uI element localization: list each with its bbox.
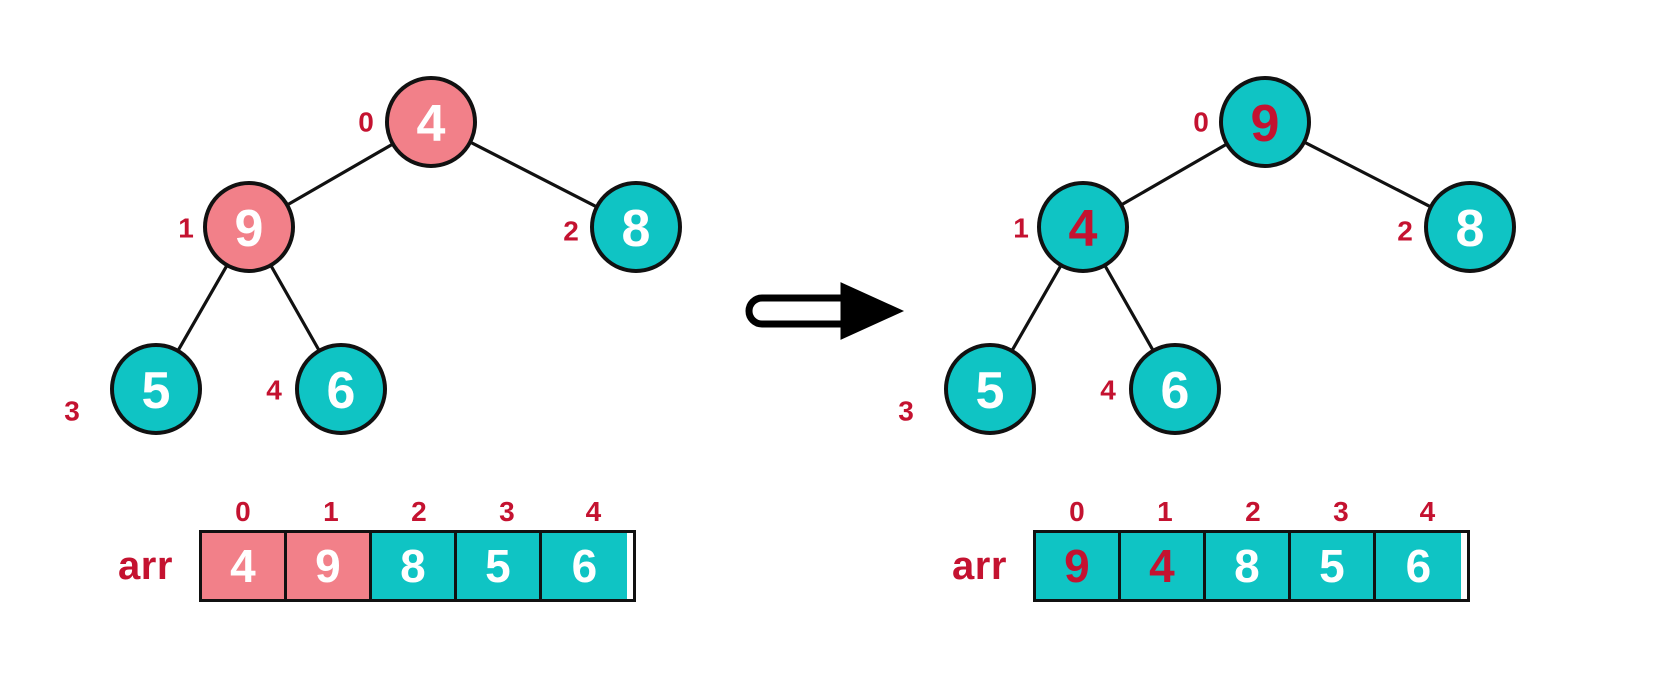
right-tree-node-1[interactable]: 4	[1037, 181, 1129, 273]
right-array-cell-1[interactable]: 4	[1120, 533, 1206, 599]
right-node-circle-0	[1219, 76, 1311, 168]
tree-edge	[176, 263, 229, 353]
right-node-index-label-4: 4	[1100, 375, 1116, 406]
left-array-index-2: 2	[411, 496, 427, 527]
left-node-circle-4	[295, 343, 387, 435]
left-node-value-0: 4	[417, 95, 446, 153]
left-array-index-0: 0	[235, 496, 251, 527]
left-node-index-label-1: 1	[178, 213, 194, 244]
right-node-index-label-2: 2	[1397, 216, 1413, 247]
left-tree-node-1[interactable]: 9	[203, 181, 295, 273]
right-tree-node-0[interactable]: 9	[1219, 76, 1311, 168]
right-node-index-label-0: 0	[1193, 107, 1209, 138]
left-node-circle-3	[110, 343, 202, 435]
left-node-value-1: 9	[235, 200, 264, 258]
right-array-cell-0[interactable]: 9	[1035, 533, 1121, 599]
right-node-circle-3	[944, 343, 1036, 435]
right-array-index-row: 0 1 2 3 4	[1033, 498, 1470, 526]
right-tree-node-3[interactable]: 5	[944, 343, 1036, 435]
tree-edge	[1103, 263, 1155, 353]
right-array-index-2: 2	[1245, 496, 1261, 527]
tree-edge	[285, 142, 395, 207]
right-array-cell-4[interactable]: 6	[1375, 533, 1461, 599]
left-tree-node-4[interactable]: 6	[295, 343, 387, 435]
right-node-value-2: 8	[1456, 200, 1485, 258]
left-node-index-label-4: 4	[266, 375, 282, 406]
tree-edge	[269, 263, 321, 353]
left-array-index-4: 4	[585, 496, 602, 527]
right-node-value-0: 9	[1251, 95, 1280, 153]
right-node-index-label-3: 3	[898, 396, 914, 427]
left-tree-node-0[interactable]: 4	[385, 76, 477, 168]
right-node-circle-1	[1037, 181, 1129, 273]
right-array-index-0: 0	[1069, 496, 1085, 527]
right-array-index-3: 3	[1333, 496, 1349, 527]
right-node-value-3: 5	[976, 362, 1005, 420]
left-array-cell-0[interactable]: 4	[201, 533, 287, 599]
right-node-value-1: 4	[1069, 200, 1098, 258]
tree-edge	[1119, 142, 1229, 207]
left-node-value-3: 5	[142, 362, 171, 420]
right-tree-node-2[interactable]: 8	[1424, 181, 1516, 273]
left-node-index-label-2: 2	[563, 216, 579, 247]
left-tree-node-2[interactable]: 8	[590, 181, 682, 273]
left-array-index-row: 0 1 2 3 4	[199, 498, 636, 526]
left-array-name: arr	[118, 544, 173, 588]
left-node-value-4: 6	[327, 362, 356, 420]
left-node-circle-2	[590, 181, 682, 273]
right-node-value-4: 6	[1161, 362, 1190, 420]
left-node-index-label-0: 0	[358, 107, 374, 138]
left-node-circle-0	[385, 76, 477, 168]
right-array-name: arr	[952, 544, 1007, 588]
right-tree-node-4[interactable]: 6	[1129, 343, 1221, 435]
right-array-index-4: 4	[1419, 496, 1436, 527]
right-array-cell-2[interactable]: 8	[1205, 533, 1291, 599]
left-array-cell-4[interactable]: 6	[541, 533, 627, 599]
right-array-cell-3[interactable]: 5	[1290, 533, 1376, 599]
right-node-circle-2	[1424, 181, 1516, 273]
left-node-circle-1	[203, 181, 295, 273]
tree-edge	[1302, 140, 1433, 209]
left-node-value-2: 8	[622, 200, 651, 258]
double-line-right-arrow-icon	[745, 282, 905, 340]
left-node-index-label-3: 3	[64, 396, 80, 427]
right-node-index-label-1: 1	[1013, 213, 1029, 244]
left-array-index-1: 1	[323, 496, 339, 527]
left-array-cell-1[interactable]: 9	[286, 533, 372, 599]
right-node-circle-4	[1129, 343, 1221, 435]
tree-edge	[468, 140, 599, 209]
tree-edges-layer	[176, 140, 1433, 353]
left-array-cell-3[interactable]: 5	[456, 533, 542, 599]
tree-nodes-layer: 0 4 1 9 2 8 3 5 4 6 0 9 1 4 2 8 3 5 4 6	[64, 76, 1516, 435]
left-array-index-3: 3	[499, 496, 515, 527]
left-array-cell-2[interactable]: 8	[371, 533, 457, 599]
tree-edge	[1010, 263, 1063, 353]
right-array-index-1: 1	[1157, 496, 1173, 527]
left-tree-node-3[interactable]: 5	[110, 343, 202, 435]
